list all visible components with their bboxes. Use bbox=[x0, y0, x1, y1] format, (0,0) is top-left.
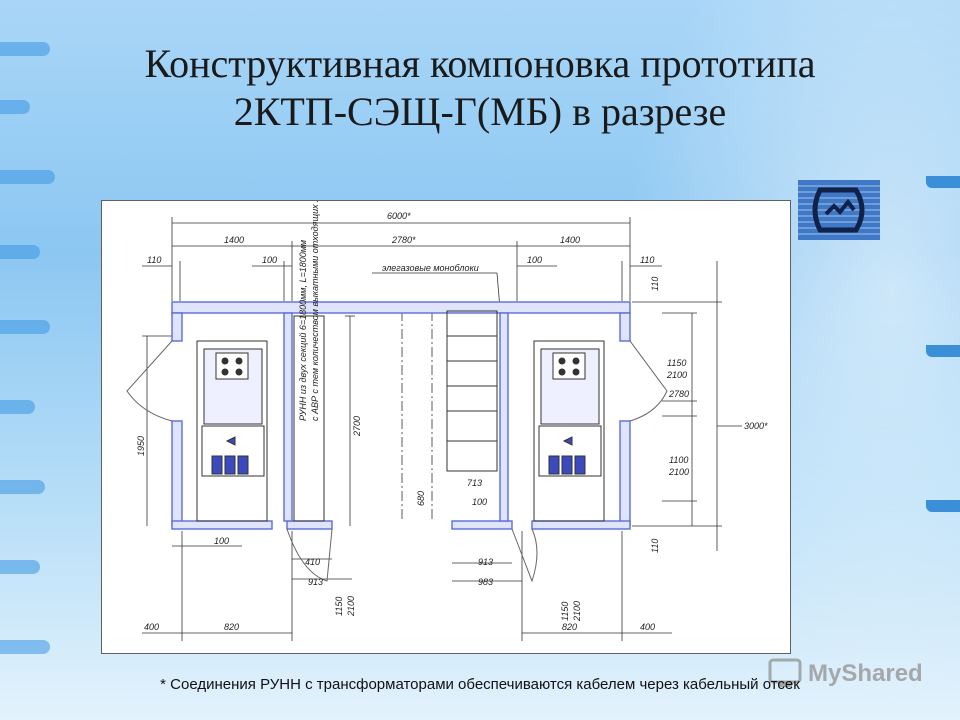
dim-right-3000: 3000* bbox=[744, 421, 768, 431]
title-line-2: 2КТП-СЭЩ-Г(МБ) в разрезе bbox=[233, 89, 727, 134]
dim-height-inner: 2700 bbox=[352, 416, 362, 437]
dim-gap-left: 100 bbox=[262, 255, 277, 265]
dim-913a: 913 bbox=[308, 577, 323, 587]
watermark: MyShared bbox=[768, 656, 938, 692]
dim-713: 713 bbox=[467, 478, 482, 488]
dim-wall-left: 110 bbox=[147, 255, 161, 265]
side-mark bbox=[926, 176, 960, 188]
dim-983: 983 bbox=[478, 577, 493, 587]
dim-gap-center-right: 100 bbox=[527, 255, 542, 265]
dim-left-bay: 1400 bbox=[224, 235, 244, 245]
company-logo bbox=[798, 180, 880, 240]
dim-2100b: 2100 bbox=[572, 601, 582, 622]
dim-right-bay: 1400 bbox=[560, 235, 580, 245]
dim-1150b: 1150 bbox=[560, 602, 570, 621]
dim-wall-bottom: 110 bbox=[650, 539, 660, 553]
dim-right-1150a: 1150 bbox=[667, 358, 686, 368]
transformer-left bbox=[196, 340, 268, 522]
dim-913b: 913 bbox=[478, 557, 493, 567]
dim-right-2100b: 2100 bbox=[668, 467, 689, 477]
dim-100c: 100 bbox=[472, 497, 487, 507]
side-mark bbox=[926, 500, 960, 512]
dim-100b: 100 bbox=[214, 536, 229, 546]
dim-820-left: 820 bbox=[224, 622, 239, 632]
dim-right-1100: 1100 bbox=[669, 455, 688, 465]
dim-wall-top: 110 bbox=[650, 277, 660, 291]
slide-title: Конструктивная компоновка прототипа 2КТП… bbox=[0, 40, 960, 136]
transformer-right bbox=[533, 340, 605, 522]
dim-2100: 2100 bbox=[346, 596, 356, 617]
dim-right-2780: 2780 bbox=[668, 389, 689, 399]
dim-410: 410 bbox=[305, 557, 320, 567]
label-runn-2: с АВР с тем количеством выкатными отходя… bbox=[310, 201, 320, 421]
cross-section-drawing: РУНН из двух секций 6=1800мм, L=1800мм с… bbox=[101, 200, 791, 654]
dim-400-left: 400 bbox=[144, 622, 159, 632]
dim-1150: 1150 bbox=[334, 597, 344, 616]
title-line-1: Конструктивная компоновка прототипа bbox=[144, 41, 816, 86]
footnote: * Соединения РУНН с трансформаторами обе… bbox=[160, 676, 800, 693]
dim-center-bay: 2780* bbox=[391, 235, 416, 245]
dim-820-right: 820 bbox=[562, 622, 577, 632]
dim-total-width: 6000* bbox=[387, 211, 411, 221]
dim-height-left-door: 1950 bbox=[136, 436, 146, 456]
dim-right-2100a: 2100 bbox=[666, 370, 687, 380]
dim-680: 680 bbox=[416, 491, 426, 506]
side-mark bbox=[926, 345, 960, 357]
label-runn: РУНН из двух секций 6=1800мм, L=1800мм bbox=[298, 240, 308, 421]
label-monoblock: элегазовые моноблоки bbox=[382, 263, 479, 273]
dim-400-right: 400 bbox=[640, 622, 655, 632]
dim-wall-right: 110 bbox=[640, 255, 654, 265]
watermark-text: MyShared bbox=[808, 660, 923, 687]
